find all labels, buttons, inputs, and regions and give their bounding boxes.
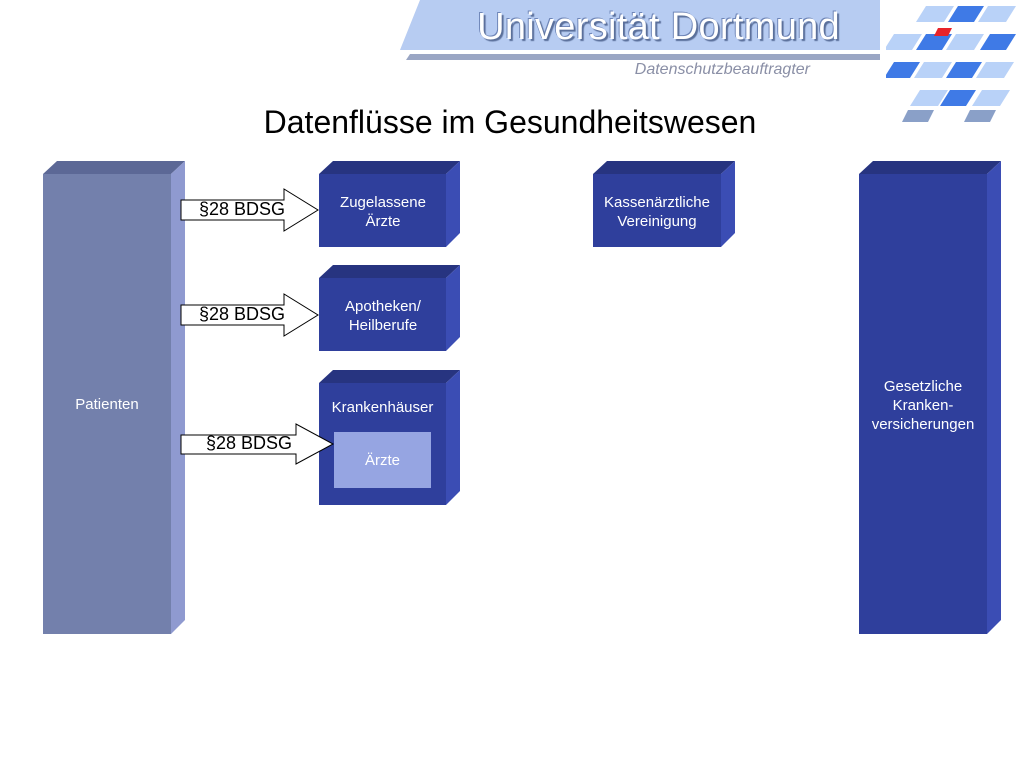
kv-label: Kassenärztliche Vereinigung: [604, 194, 710, 230]
pharmacies-label: Apotheken/ Heilberufe: [345, 298, 421, 334]
insurers-column: [859, 161, 1001, 634]
university-logo: [886, 6, 1016, 122]
insurers-label: Gesetzliche Kranken- versicherungen: [871, 377, 975, 433]
department-subtitle: Datenschutzbeauftragter: [634, 61, 810, 78]
patients-label: Patienten: [75, 395, 139, 413]
arrow-to-doctors: [180, 188, 319, 232]
arrow-to-hospitals: [180, 423, 335, 465]
hospitals-box: [319, 370, 460, 505]
pharmacies-box: [319, 265, 460, 351]
institution-title: Universität Dortmund: [477, 6, 840, 48]
header-banner: [400, 0, 880, 60]
kv-box: [593, 161, 735, 247]
doctors-box: [319, 161, 460, 247]
slide-title: Datenflüsse im Gesundheitswesen: [263, 104, 757, 140]
arrow-label-hospitals: §28 BDSG: [205, 433, 293, 453]
hospital-doctors-label: Ärzte: [364, 451, 400, 469]
hospital-doctors-box: [334, 432, 431, 488]
patients-column: [43, 161, 185, 634]
arrow-to-pharmacies: [180, 293, 319, 337]
hospitals-label: Krankenhäuser: [331, 398, 434, 416]
doctors-label: Zugelassene Ärzte: [340, 194, 426, 230]
arrow-label-pharmacies: §28 BDSG: [198, 304, 286, 324]
arrow-label-doctors: §28 BDSG: [198, 199, 286, 219]
